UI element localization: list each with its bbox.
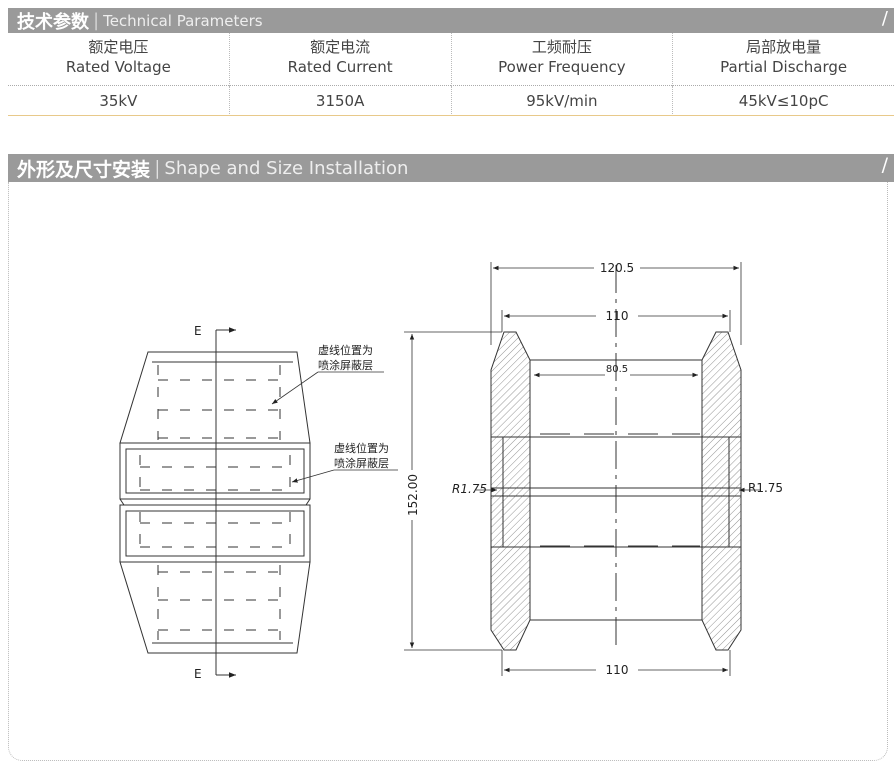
section-label-bottom: E <box>194 667 202 681</box>
radius-left: R1.75 <box>452 482 487 496</box>
dim-height: 152.00 <box>406 474 420 516</box>
header-en: Rated Current <box>287 58 393 76</box>
header-en: Partial Discharge <box>720 58 848 76</box>
header-power-frequency: 工频耐压 Power Frequency <box>450 33 673 86</box>
header-en: Power Frequency <box>498 58 626 76</box>
title-separator: | <box>154 157 161 179</box>
value-partial-discharge: 45kV≤10pC <box>672 86 894 116</box>
header-zh: 额定电流 <box>310 38 371 56</box>
header-zh: 工频耐压 <box>531 38 592 56</box>
corner-slash-icon: / <box>881 8 888 29</box>
shielding-dashes <box>139 365 291 640</box>
table-header-row: 额定电压 Rated Voltage 额定电流 Rated Current 工频… <box>8 33 894 86</box>
note2-leader <box>291 469 335 483</box>
note1-leader <box>271 371 319 405</box>
header-rated-voltage: 额定电压 Rated Voltage <box>8 33 229 86</box>
section-title-en: Technical Parameters <box>103 11 263 30</box>
note2-line1: 虚线位置为 <box>334 441 389 455</box>
note1-line2: 喷涂屏蔽层 <box>318 358 373 372</box>
parameters-table: 额定电压 Rated Voltage 额定电流 Rated Current 工频… <box>8 33 894 116</box>
dim-top: 110 <box>606 309 629 323</box>
title-separator: | <box>93 10 100 31</box>
value-rated-voltage: 35kV <box>99 92 138 110</box>
front-view <box>119 351 311 654</box>
value-rated-current: 3150A <box>228 86 451 116</box>
header-en: Rated Voltage <box>65 58 171 76</box>
header-zh: 局部放电量 <box>746 38 822 56</box>
value-power-frequency: 95kV/min <box>450 86 673 116</box>
table-row: 35kV 3150A 95kV/min 45kV≤10pC <box>8 86 894 116</box>
dim-inner: 80.5 <box>606 364 628 375</box>
header-partial-discharge: 局部放电量 Partial Discharge <box>672 33 894 86</box>
section-label-top: E <box>194 324 202 338</box>
section-line-e <box>215 327 236 678</box>
table-bottom-line <box>8 115 894 116</box>
section-view <box>490 265 742 651</box>
technical-parameters-header: 技术参数 | Technical Parameters / <box>8 8 894 33</box>
section-title-zh: 技术参数 <box>17 11 89 33</box>
dim-bottom: 110 <box>606 663 629 677</box>
shape-size-header: 外形及尺寸安装 | Shape and Size Installation / <box>8 154 894 182</box>
section-title-zh: 外形及尺寸安装 <box>17 158 151 181</box>
header-rated-current: 额定电流 Rated Current <box>228 33 451 86</box>
corner-slash-icon: / <box>881 154 888 176</box>
radius-right: R1.75 <box>748 481 783 495</box>
note1-line1: 虚线位置为 <box>318 343 373 357</box>
dim-outer-top: 120.5 <box>600 261 634 275</box>
drawing-frame <box>8 182 888 761</box>
note2-line2: 喷涂屏蔽层 <box>334 456 389 470</box>
section-title-en: Shape and Size Installation <box>164 157 409 179</box>
header-zh: 额定电压 <box>88 38 149 56</box>
